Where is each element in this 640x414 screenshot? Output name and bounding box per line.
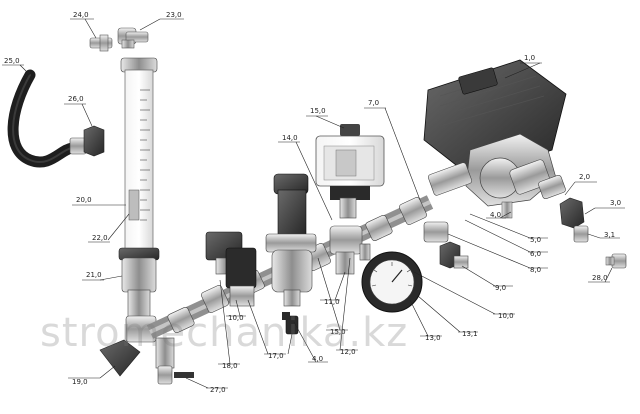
callout-25-0: 25,0 <box>2 57 24 66</box>
hose-part <box>7 69 78 168</box>
solenoid-valve-part <box>205 231 257 307</box>
svg-text:28,0: 28,0 <box>592 274 608 282</box>
callout-4-0-bottom: 4,0 <box>308 355 328 363</box>
union-nut-part <box>69 125 105 157</box>
pump-motor-part <box>423 59 567 219</box>
callout-27-0: 27,0 <box>206 386 228 394</box>
callout-labels: 1,0 2,0 3,0 3,1 4,0 4,0 5,0 6,0 7,0 8,0 … <box>2 11 625 394</box>
svg-text:18,0: 18,0 <box>222 362 238 370</box>
callout-19-0: 19,0 <box>68 377 100 386</box>
plug-part <box>605 253 627 269</box>
callout-13-1: 13,1 <box>458 330 478 338</box>
callout-4-0-right: 4,0 <box>486 211 506 219</box>
check-valve-part <box>423 221 469 269</box>
svg-text:3,1: 3,1 <box>604 231 615 239</box>
filter-housing-part <box>265 173 317 335</box>
svg-text:2,0: 2,0 <box>579 173 590 181</box>
callout-21-0: 21,0 <box>82 271 104 281</box>
callout-6-0: 6,0 <box>528 250 548 258</box>
svg-text:1,0: 1,0 <box>524 54 535 62</box>
outlet-fitting-part <box>559 197 589 243</box>
svg-text:22,0: 22,0 <box>92 234 108 242</box>
svg-text:26,0: 26,0 <box>68 95 84 103</box>
callout-3-0: 3,0 <box>595 199 625 209</box>
callout-10-0-right: 10,0 <box>493 312 515 320</box>
svg-text:13,1: 13,1 <box>462 330 478 338</box>
callout-20-0: 20,0 <box>72 196 100 206</box>
svg-text:10,0: 10,0 <box>498 312 514 320</box>
callout-26-0: 26,0 <box>64 95 86 105</box>
callout-18-0: 18,0 <box>218 362 240 370</box>
callout-13-0: 13,0 <box>420 334 442 342</box>
elbow-fitting-part <box>117 27 149 49</box>
callout-14-0: 14,0 <box>278 134 300 143</box>
leader-lines <box>19 18 613 389</box>
callout-1-0: 1,0 <box>520 54 542 64</box>
bottom-tee-part <box>99 315 194 385</box>
svg-text:24,0: 24,0 <box>73 11 89 19</box>
watermark-text: stromechanika.kz <box>40 310 409 356</box>
flowmeter-part <box>118 57 160 319</box>
svg-text:21,0: 21,0 <box>86 271 102 279</box>
bolt-part <box>282 312 290 320</box>
pressure-gauge-part <box>359 243 423 313</box>
svg-text:10,0: 10,0 <box>228 314 244 322</box>
callout-9-0: 9,0 <box>493 284 513 292</box>
svg-text:27,0: 27,0 <box>210 386 226 394</box>
callout-11-0: 11,0 <box>320 298 340 306</box>
callout-15-0-bottom: 15,0 <box>326 328 348 336</box>
svg-text:23,0: 23,0 <box>166 11 182 19</box>
svg-text:7,0: 7,0 <box>368 99 379 107</box>
callout-23-0: 23,0 <box>160 11 184 20</box>
hose-barb-part <box>89 34 113 52</box>
callout-28-0: 28,0 <box>588 274 610 283</box>
cross-fitting-part <box>329 225 363 275</box>
svg-text:15,0: 15,0 <box>330 328 346 336</box>
callout-8-0: 8,0 <box>528 266 548 274</box>
svg-text:13,0: 13,0 <box>425 334 441 342</box>
svg-text:4,0: 4,0 <box>312 355 323 363</box>
callout-24-0: 24,0 <box>70 11 94 20</box>
callout-3-1: 3,1 <box>600 231 620 239</box>
callout-17-0: 17,0 <box>264 352 286 360</box>
callout-10-0-left: 10,0 <box>226 314 246 322</box>
svg-text:14,0: 14,0 <box>282 134 298 142</box>
svg-text:19,0: 19,0 <box>72 378 88 386</box>
callout-2-0: 2,0 <box>575 173 597 183</box>
callout-15-0-top: 15,0 <box>306 107 328 117</box>
svg-text:17,0: 17,0 <box>268 352 284 360</box>
pressure-switch-part <box>315 124 385 219</box>
svg-text:5,0: 5,0 <box>530 236 541 244</box>
svg-text:12,0: 12,0 <box>340 348 356 356</box>
callout-7-0: 7,0 <box>364 99 386 109</box>
svg-text:20,0: 20,0 <box>76 196 92 204</box>
svg-text:25,0: 25,0 <box>4 57 20 65</box>
svg-text:8,0: 8,0 <box>530 266 541 274</box>
svg-text:9,0: 9,0 <box>495 284 506 292</box>
svg-text:11,0: 11,0 <box>324 298 340 306</box>
svg-text:15,0: 15,0 <box>310 107 326 115</box>
svg-text:6,0: 6,0 <box>530 250 541 258</box>
svg-text:4,0: 4,0 <box>490 211 501 219</box>
svg-text:3,0: 3,0 <box>610 199 621 207</box>
callout-5-0: 5,0 <box>528 236 548 244</box>
callout-22-0: 22,0 <box>88 234 110 243</box>
callout-12-0: 12,0 <box>336 348 358 356</box>
